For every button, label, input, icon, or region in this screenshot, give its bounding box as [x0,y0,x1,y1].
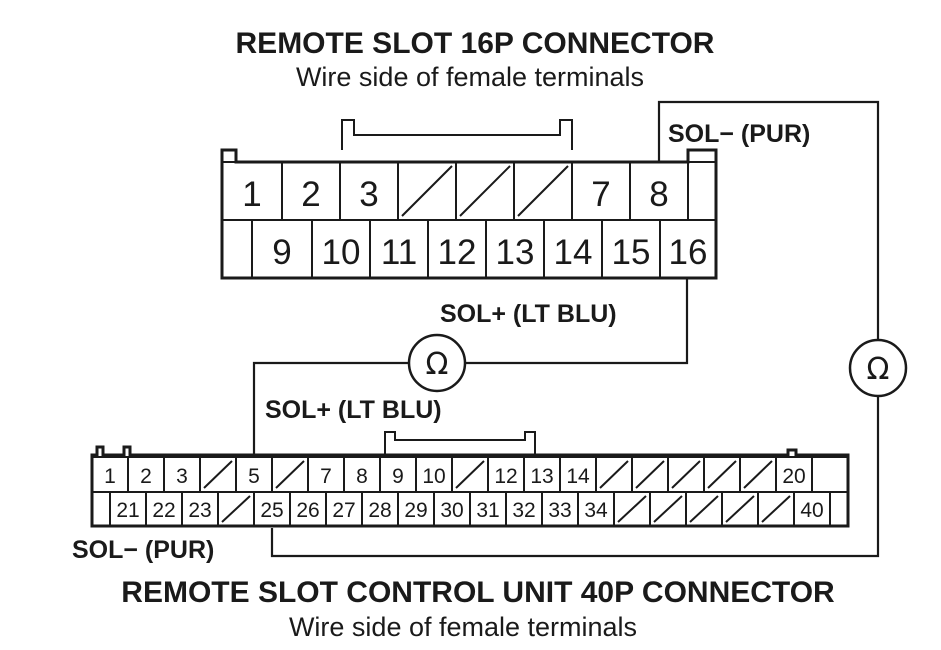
pin16-label: 2 [301,175,320,214]
connector40-lock-tab [384,431,536,455]
pin40-empty-slash [743,460,773,489]
pin40-label: 5 [248,465,260,488]
ohmmeter-left: Ω [407,333,467,393]
pin16-label: 3 [359,175,378,214]
pin16-label: 8 [649,175,668,214]
ohm-icon: Ω [426,347,449,382]
pin40-cell [793,491,831,527]
pin40-label: 26 [296,499,319,522]
pin40-empty-slash [617,495,647,523]
pin16-empty-slash [401,165,453,217]
pin40-empty-slash [725,495,755,523]
pin16-label: 10 [322,233,361,272]
wire-sol-plus-right [466,278,689,365]
pin40-label: 28 [368,499,391,522]
pin40-empty-slash [635,460,665,489]
pin40-label: 30 [440,499,463,522]
pin16-label: 9 [272,233,291,272]
pin16-label: 1 [242,175,261,214]
pin40-label: 12 [494,465,517,488]
pin40-label: 9 [392,465,404,488]
pin40-empty-slash [653,495,683,523]
connector16-lock-tab [341,119,573,150]
pin40-label: 21 [116,499,139,522]
label-sol-plus-top: SOL+ (LT BLU) [440,300,617,328]
pin40-empty-slash [221,495,251,523]
pin40-empty-slash [275,460,305,489]
pin16-label: 14 [554,233,593,272]
pin16-cell [221,219,253,279]
pin16-label: 11 [381,233,417,272]
pin40-label: 32 [512,499,535,522]
ohmmeter-right: Ω [848,338,908,398]
connector40-body [90,445,850,528]
pin40-label: 14 [566,465,590,488]
pin40-label: 7 [320,465,332,488]
pin40-label: 1 [104,465,116,488]
pin16-label: 15 [612,233,651,272]
pin40-empty-slash [203,460,233,489]
pin40-cell [811,456,849,493]
pin40-empty-slash [761,495,791,523]
ohmmeter-right-circle [848,338,908,398]
ohm-icon: Ω [867,352,890,387]
pin40-label: 2 [140,465,152,488]
ohmmeter-left-circle [407,333,467,393]
pin40-empty-slash [671,460,701,489]
wire-sol-plus-left [252,361,408,456]
pin16-label: 16 [669,233,708,272]
pin40-label: 31 [476,499,499,522]
wire-sol-minus-bottom [270,396,880,558]
pin16-empty-slash [459,165,511,217]
pin40-label: 13 [530,465,553,488]
connector16-subtitle: Wire side of female terminals [296,62,644,92]
pin40-label: 34 [584,499,608,522]
pin40-label: 29 [404,499,427,522]
pin40-label: 33 [548,499,571,522]
label-sol-minus-top: SOL− (PUR) [668,120,810,148]
pin40-label: 25 [260,499,283,522]
pin40-empty-slash [707,460,737,489]
pin16-empty-slash [517,165,569,217]
connector16-title: REMOTE SLOT 16P CONNECTOR [236,27,715,60]
pin40-empty-slash [455,460,485,489]
pin16-label: 12 [438,233,477,272]
pin40-label: 23 [188,499,211,522]
pin40-label: 3 [176,465,188,488]
pin16-label: 13 [496,233,535,272]
pin16-label: 7 [591,175,610,214]
pin40-label: 8 [356,465,368,488]
pin40-label: 20 [782,465,805,488]
label-sol-plus-mid: SOL+ (LT BLU) [265,396,442,424]
wire-sol-minus-top [657,100,880,340]
connector40-subtitle: Wire side of female terminals [289,612,637,642]
connector40-title: REMOTE SLOT CONTROL UNIT 40P CONNECTOR [121,576,835,609]
pin40-label: 10 [422,465,445,488]
pin16-cell [687,161,717,221]
pin40-label: 27 [332,499,355,522]
pin40-label: 22 [152,499,175,522]
pin40-empty-slash [689,495,719,523]
label-sol-minus-bottom: SOL− (PUR) [72,536,214,564]
pin40-label: 40 [800,499,823,522]
pin40-empty-slash [599,460,629,489]
pin40-cell [91,491,111,527]
